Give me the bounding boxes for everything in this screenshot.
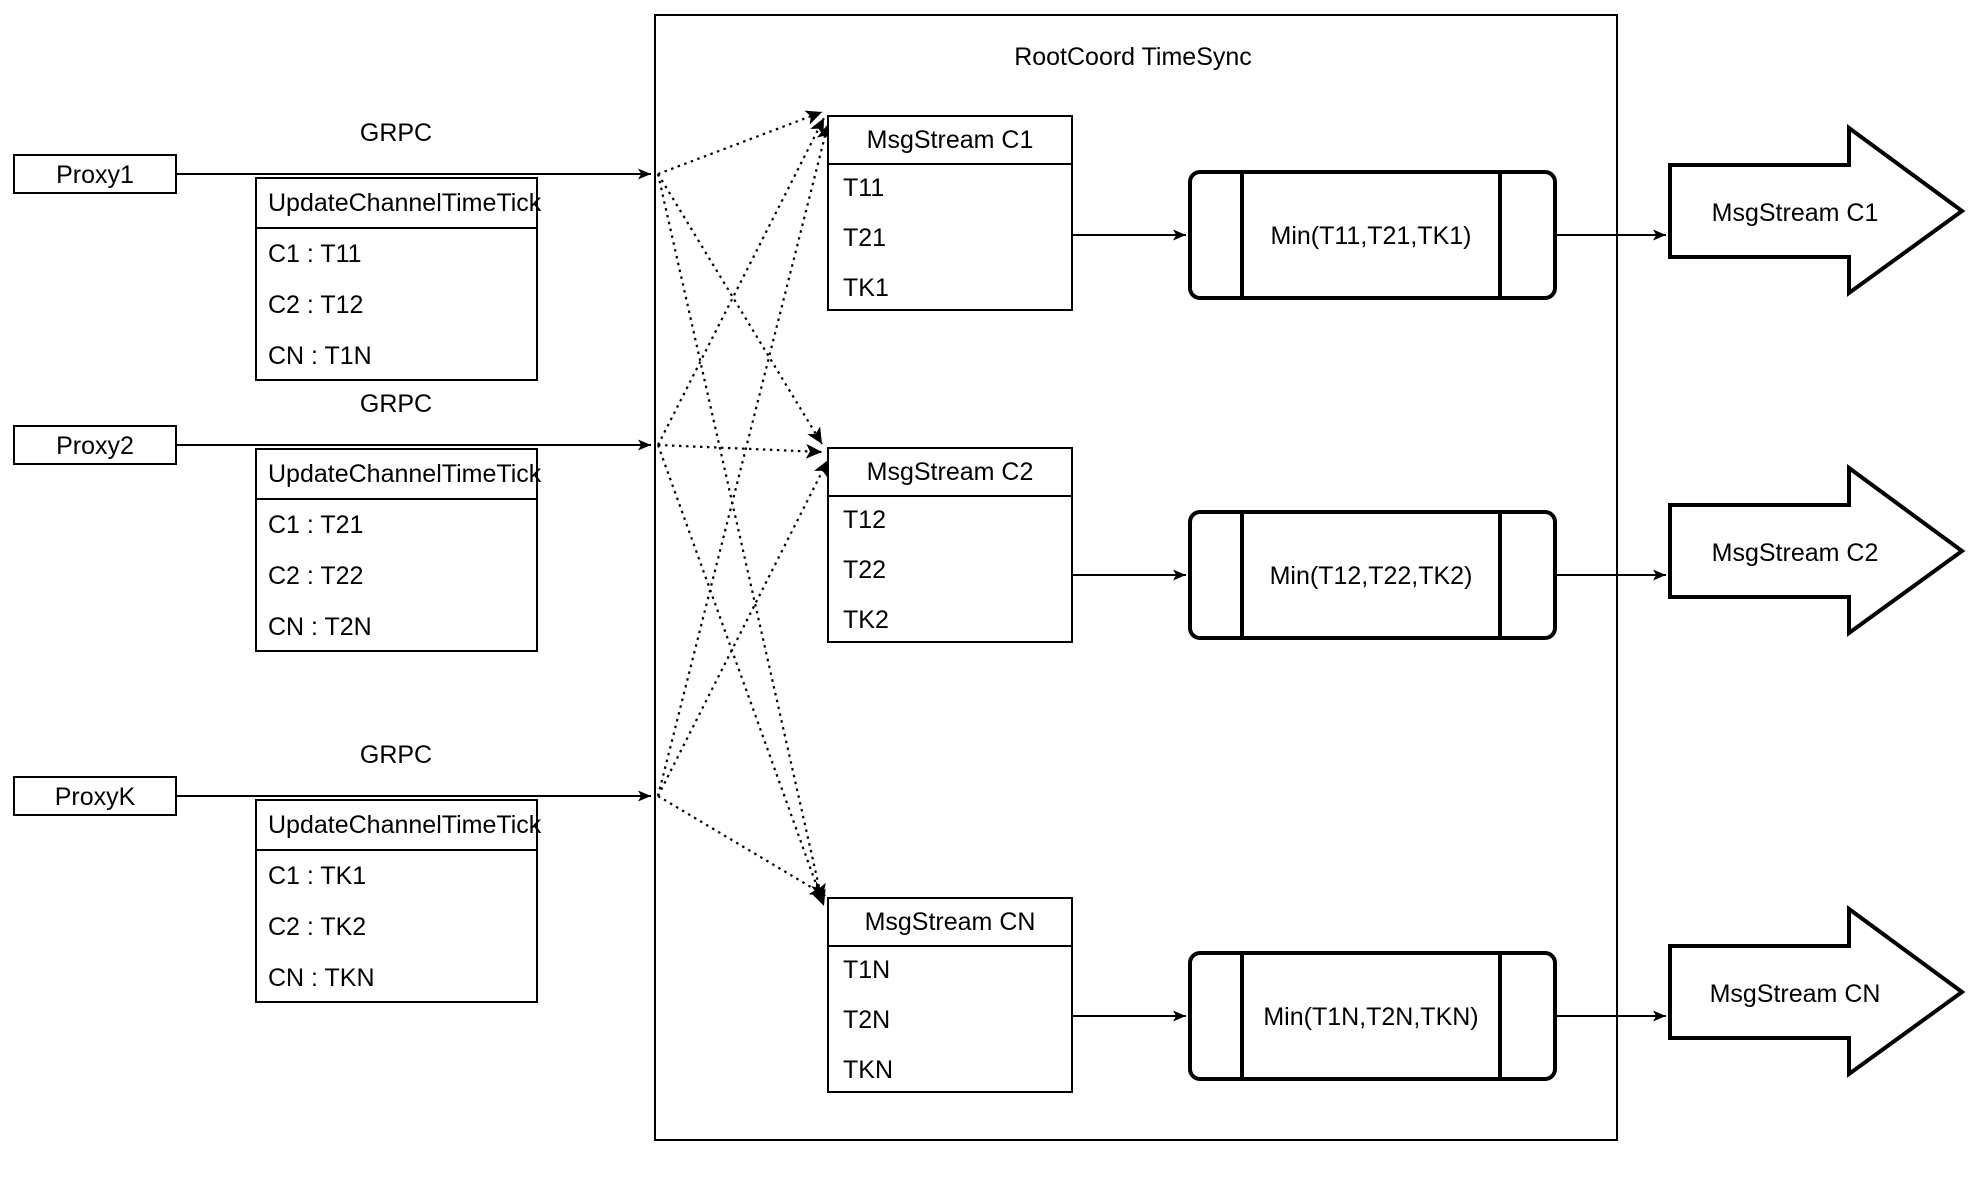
msgstream-header-3: MsgStream CN <box>865 908 1036 936</box>
channel-group-2: MsgStream C2 T12 T22 TK2 Min(T12,T22,TK2… <box>827 447 1966 643</box>
msgstream-table-1 <box>827 115 1073 311</box>
request-row-1-0: C1 : T11 <box>268 240 362 268</box>
msgstream-row-1-1: T21 <box>843 224 886 252</box>
msgstream-row-1-0: T11 <box>843 174 884 202</box>
request-table-1 <box>255 177 538 381</box>
fanout-1-to-c1 <box>657 110 823 176</box>
channel-group-1: MsgStream C1 T11 T21 TK1 Min(T11,T21,TK1… <box>827 115 1966 311</box>
msgstream-row-2-0: T12 <box>843 506 886 534</box>
min-process-label-2: Min(T12,T22,TK2) <box>1270 562 1473 590</box>
msgstream-row-2-1: T22 <box>843 556 886 584</box>
grpc-label-1: GRPC <box>360 119 432 147</box>
request-header-2: UpdateChannelTimeTick <box>268 460 542 488</box>
output-arrow-3 <box>1668 905 1966 1078</box>
msgstream-table-2 <box>827 447 1073 643</box>
channel-group-3: MsgStream CN T1N T2N TKN Min(T1N,T2N,TKN… <box>827 897 1966 1093</box>
proxy-box-3[interactable] <box>13 776 177 816</box>
min-process-label-3: Min(T1N,T2N,TKN) <box>1263 1003 1478 1031</box>
fanout-3-to-cn <box>657 795 827 897</box>
output-arrow-1 <box>1668 124 1966 297</box>
request-row-3-1: C2 : TK2 <box>268 913 366 941</box>
output-arrow-2 <box>1668 464 1966 637</box>
container-title: RootCoord TimeSync <box>1014 43 1252 71</box>
request-row-3-2: CN : TKN <box>268 964 375 992</box>
msgstream-row-3-0: T1N <box>843 956 890 984</box>
request-table-2 <box>255 448 538 652</box>
request-row-1-2: CN : T1N <box>268 342 372 370</box>
proxy-box-1[interactable] <box>13 154 177 194</box>
proxy-box-2[interactable] <box>13 425 177 465</box>
msgstream-table-3 <box>827 897 1073 1093</box>
proxy-label-1: Proxy1 <box>56 161 134 189</box>
fanout-1-to-cn <box>656 173 826 901</box>
fanout-3-to-c2 <box>657 459 829 797</box>
fanout-dotted-arrows <box>656 110 832 907</box>
request-table-3 <box>255 799 538 1003</box>
output-label-2: MsgStream C2 <box>1712 539 1879 567</box>
rootcoord-timesync-container: RootCoord TimeSync <box>654 14 1618 1141</box>
min-process-label-1: Min(T11,T21,TK1) <box>1271 222 1472 250</box>
proxy-group-3: GRPC ProxyK UpdateChannelTimeTick C1 : T… <box>13 741 651 1003</box>
request-row-3-0: C1 : TK1 <box>268 862 366 890</box>
request-row-1-1: C2 : T12 <box>268 291 363 319</box>
output-label-3: MsgStream CN <box>1710 980 1881 1008</box>
output-label-1: MsgStream C1 <box>1712 199 1879 227</box>
msgstream-row-3-2: TKN <box>843 1056 893 1084</box>
grpc-label-3: GRPC <box>360 741 432 769</box>
request-row-2-1: C2 : T22 <box>268 562 363 590</box>
grpc-label-2: GRPC <box>360 390 432 418</box>
msgstream-header-2: MsgStream C2 <box>867 458 1034 486</box>
msgstream-row-2-2: TK2 <box>843 606 889 634</box>
fanout-3-to-c1 <box>656 123 832 797</box>
request-header-1: UpdateChannelTimeTick <box>268 189 542 217</box>
proxy-label-3: ProxyK <box>55 783 136 811</box>
fanout-2-to-c1 <box>657 117 825 446</box>
proxy-group-1: GRPC Proxy1 UpdateChannelTimeTick C1 : T… <box>13 119 651 381</box>
request-row-2-0: C1 : T21 <box>268 511 363 539</box>
fanout-2-to-c2 <box>657 443 823 459</box>
msgstream-row-3-1: T2N <box>843 1006 890 1034</box>
msgstream-row-1-2: TK1 <box>843 274 889 302</box>
fanout-1-to-c2 <box>657 173 823 445</box>
request-row-2-2: CN : T2N <box>268 613 372 641</box>
msgstream-header-1: MsgStream C1 <box>867 126 1034 154</box>
request-header-3: UpdateChannelTimeTick <box>268 811 542 839</box>
fanout-2-to-cn <box>656 444 826 907</box>
proxy-group-2: GRPC Proxy2 UpdateChannelTimeTick C1 : T… <box>13 390 651 652</box>
proxy-label-2: Proxy2 <box>56 432 134 460</box>
